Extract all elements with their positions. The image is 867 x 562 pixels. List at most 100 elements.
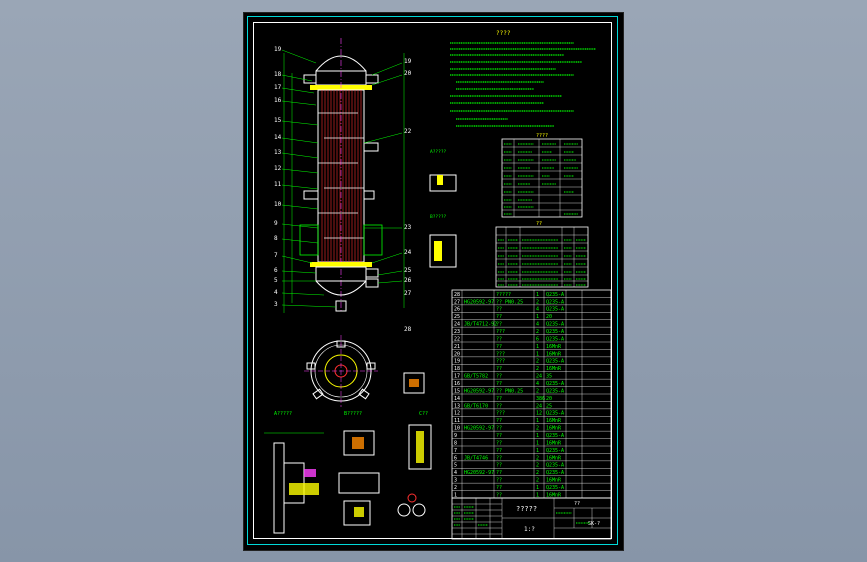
technical-requirements: ???? xyxy=(450,30,596,127)
bom-cell-name: ?? xyxy=(496,485,502,491)
bom-cell-qty: 1 xyxy=(536,433,539,439)
svg-text:A?????: A????? xyxy=(274,411,292,417)
bom-cell-qty: 2 xyxy=(536,470,539,476)
bom-cell-no: 4 xyxy=(454,470,457,476)
bom-cell-name: ?? xyxy=(496,492,502,498)
bom-cell-no: 12 xyxy=(454,411,460,417)
bom-cell-name: ?? xyxy=(496,381,502,387)
svg-text:17: 17 xyxy=(274,84,282,91)
cad-canvas[interactable]: 19 18 17 16 15 14 13 12 11 10 9 8 7 6 5 … xyxy=(244,13,623,550)
bom-cell-qty: 1 xyxy=(536,448,539,454)
bom-cell-code: HG20592-97 xyxy=(464,388,494,394)
nozzle-table[interactable]: ?? xyxy=(495,221,589,288)
bom-cell-code: HG20592-97 xyxy=(464,470,494,476)
svg-text:????: ???? xyxy=(496,30,511,37)
sheet-label: ?? xyxy=(574,501,580,507)
svg-text:22: 22 xyxy=(404,128,412,135)
bom-cell-no: 19 xyxy=(454,359,460,365)
bom-cell-no: 11 xyxy=(454,418,460,424)
svg-text:19: 19 xyxy=(274,46,282,53)
design-data-table[interactable]: ???? xyxy=(501,133,583,218)
svg-text:3: 3 xyxy=(274,301,278,308)
svg-text:5: 5 xyxy=(274,277,278,284)
svg-text:9: 9 xyxy=(274,220,278,227)
weld-details: A????? B????? xyxy=(429,149,457,268)
bom-cell-mat: Q235-A xyxy=(546,322,564,328)
svg-text:8: 8 xyxy=(274,235,278,242)
bom-cell-mat: Q235-A xyxy=(546,307,564,313)
bom-cell-no: 26 xyxy=(454,307,460,313)
svg-text:20: 20 xyxy=(404,70,412,77)
svg-text:4: 4 xyxy=(274,289,278,296)
bom-cell-name: ?? PN0.25 xyxy=(496,388,523,394)
bom-cell-code: JB/T4746 xyxy=(464,455,488,461)
bom-cell-qty: 1 xyxy=(536,292,539,298)
svg-text:A?????: A????? xyxy=(430,149,447,155)
svg-text:6: 6 xyxy=(274,267,278,274)
title-block[interactable]: ????? 1:? ?? SK-? xyxy=(451,497,612,540)
bom-cell-mat: Q235-A xyxy=(546,336,564,342)
svg-text:23: 23 xyxy=(404,224,412,231)
svg-text:11: 11 xyxy=(274,181,282,188)
bom-cell-no: 9 xyxy=(454,433,457,439)
bom-cell-name: ?? xyxy=(496,448,502,454)
svg-text:14: 14 xyxy=(274,134,282,141)
bom-cell-no: 15 xyxy=(454,388,460,394)
svg-text:????: ???? xyxy=(536,133,548,139)
bom-cell-mat: Q235-A xyxy=(546,463,564,469)
svg-text:10: 10 xyxy=(274,201,282,208)
bom-cell-no: 25 xyxy=(454,314,460,320)
bom-cell-name: ?? xyxy=(496,396,502,402)
bom-cell-no: 22 xyxy=(454,336,460,342)
sheet-outer-border xyxy=(247,16,618,545)
bom-cell-name: ?? xyxy=(496,374,502,380)
svg-text:B?????: B????? xyxy=(344,411,362,417)
bom-cell-mat: 16MnR xyxy=(546,351,562,357)
bom-cell-mat: Q235-A xyxy=(546,411,564,417)
bom-cell-qty: 2 xyxy=(536,299,539,305)
bom-cell-mat: 16MnR xyxy=(546,440,562,446)
svg-text:26: 26 xyxy=(404,277,412,284)
bom-cell-qty: 1 xyxy=(536,485,539,491)
bom-cell-name: ?? xyxy=(496,336,502,342)
bom-cell-no: 13 xyxy=(454,403,460,409)
bom-cell-mat: 16MnR xyxy=(546,344,562,350)
bom-cell-mat: 16MnR xyxy=(546,492,562,498)
bom-cell-name: ?? xyxy=(496,322,502,328)
bom-cell-no: 6 xyxy=(454,455,457,461)
bom-cell-mat: 16MnR xyxy=(546,478,562,484)
svg-text:7: 7 xyxy=(274,252,278,259)
bom-cell-name: ?? xyxy=(496,470,502,476)
svg-text:19: 19 xyxy=(404,58,412,65)
drawing-scale: 1:? xyxy=(524,526,535,533)
drawing-title: ????? xyxy=(516,505,537,513)
bom-cell-name: ?? xyxy=(496,344,502,350)
bom-cell-mat: Q235-A xyxy=(546,359,564,365)
bom-cell-name: ?? xyxy=(496,433,502,439)
bom-cell-no: 18 xyxy=(454,366,460,372)
bom-cell-no: 7 xyxy=(454,448,457,454)
bom-cell-code: JB/T4712-92 xyxy=(464,322,497,328)
bom-cell-name: ?? PN0.25 xyxy=(496,299,523,305)
bom-cell-qty: 24 xyxy=(536,374,542,380)
bom-cell-mat: Q235-A xyxy=(546,388,564,394)
bom-cell-mat: Q235-A xyxy=(546,299,564,305)
bom-cell-qty: 4 xyxy=(536,381,539,387)
detail-views: A????? B????? C?? xyxy=(264,372,432,534)
bom-cell-mat: 25 xyxy=(546,403,552,409)
bom-cell-no: 2 xyxy=(454,485,457,491)
drawing-sheet[interactable]: 19 18 17 16 15 14 13 12 11 10 9 8 7 6 5 … xyxy=(244,13,623,550)
bom-cell-qty: 1 xyxy=(536,440,539,446)
bom-cell-qty: 2 xyxy=(536,366,539,372)
bom-cell-no: 27 xyxy=(454,299,460,305)
bom-cell-name: ?? xyxy=(496,403,502,409)
bom-cell-no: 1 xyxy=(454,492,457,498)
bom-cell-qty: 12 xyxy=(536,411,542,417)
bom-cell-no: 20 xyxy=(454,351,460,357)
bom-cell-qty: 4 xyxy=(536,322,539,328)
bom-cell-no: 24 xyxy=(454,322,460,328)
bom-cell-qty: 1 xyxy=(536,314,539,320)
bom-cell-no: 17 xyxy=(454,374,460,380)
svg-text:28: 28 xyxy=(404,326,412,333)
